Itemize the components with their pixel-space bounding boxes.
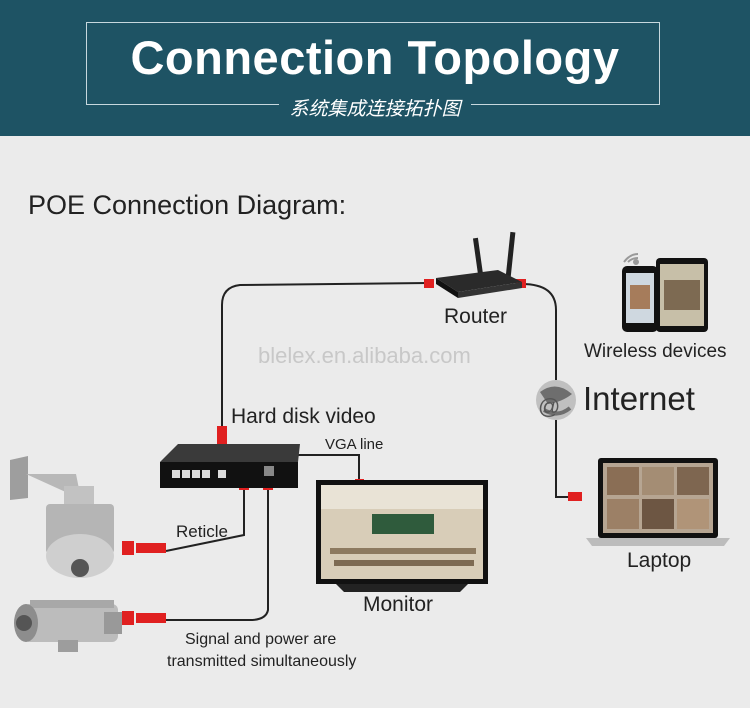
connector-icon [136,543,166,553]
label-reticle: Reticle [176,522,228,541]
cable-nvr-router [221,282,429,428]
connector-icon [424,279,434,288]
bullet-camera-icon [14,600,122,652]
watermark: blelex.en.alibaba.com [258,343,471,368]
label-internet: Internet [583,380,695,417]
cable-reticle [165,482,245,552]
cable-internet-laptop [555,420,570,498]
label-monitor: Monitor [363,593,434,616]
cable-bullet [165,482,269,621]
dome-camera-icon [10,456,114,578]
label-nvr: Hard disk video [231,405,376,428]
page-title: Connection Topology [130,31,620,84]
monitor-icon [316,480,488,592]
label-wireless-devices: Wireless devices [584,341,727,362]
nvr-icon [160,444,300,488]
laptop-icon [586,458,730,546]
label-vga-line: VGA line [325,436,384,453]
svg-text:@: @ [538,394,560,419]
globe-icon: @ [536,380,576,420]
wifi-icon [623,253,639,265]
cables [165,282,570,621]
connector-icon [122,611,134,625]
connector-icon [568,492,582,501]
label-laptop: Laptop [627,549,692,572]
section-title: POE Connection Diagram: [28,190,347,220]
page-subtitle: 系统集成连接拓扑图 [0,94,750,121]
phone-icon [622,266,658,332]
label-router: Router [444,305,508,328]
page-subtitle-text: 系统集成连接拓扑图 [279,98,471,120]
tablet-icon [656,258,708,332]
header-banner: Connection Topology 系统集成连接拓扑图 [0,0,750,136]
connector-icon [122,541,134,555]
label-signal-line1: Signal and power are [185,631,337,648]
label-signal-line2: transmitted simultaneously [167,653,357,670]
cable-vga [297,454,360,483]
cable-router-internet [521,283,557,380]
connector-icon [136,613,166,623]
connector-icon [217,426,227,444]
router-icon [436,231,522,298]
topology-diagram: @ [10,231,730,652]
